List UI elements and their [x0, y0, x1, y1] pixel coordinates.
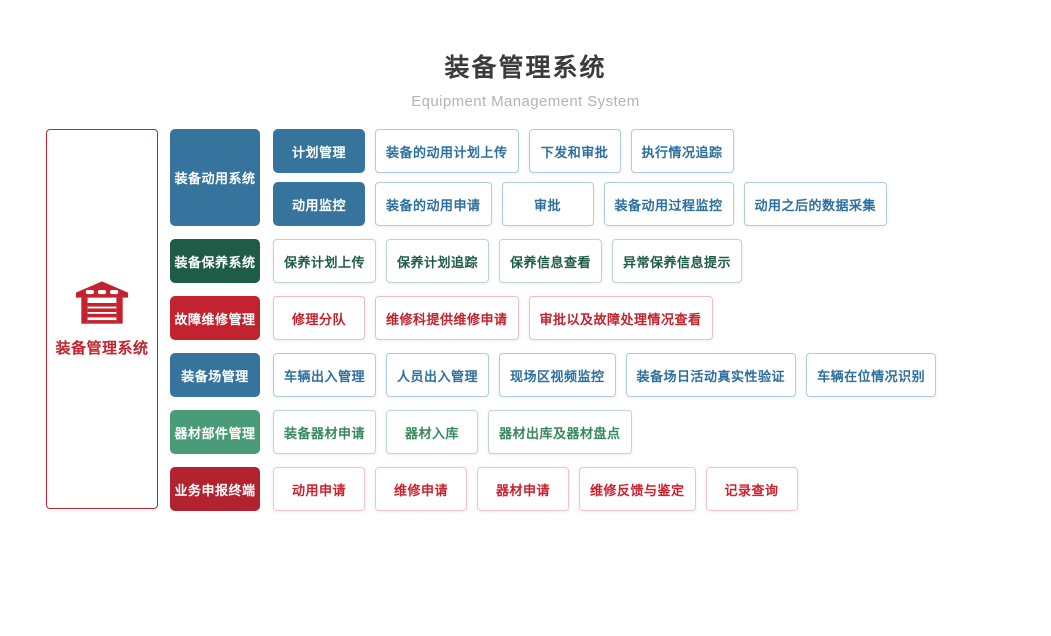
root-node-equipment-management: 装备管理系统 [46, 129, 158, 509]
root-node-label: 装备管理系统 [55, 340, 149, 357]
node-row: 装备器材申请器材入库器材出库及器材盘点 [273, 410, 632, 454]
leaf-node: 器材入库 [386, 410, 479, 454]
group-equipment-yard-management: 装备场管理车辆出入管理人员出入管理现场区视频监控装备场日活动真实性验证车辆在位情… [170, 353, 937, 397]
tree: 装备动用系统计划管理装备的动用计划上传下发和审批执行情况追踪动用监控装备的动用申… [170, 129, 937, 511]
leaf-node: 装备的动用申请 [375, 182, 492, 226]
category-business-declaration-terminal: 业务申报终端 [170, 467, 260, 511]
leaf-node: 保养计划追踪 [386, 239, 490, 283]
subcolumn-equipment-maintenance-system: 保养计划上传保养计划追踪保养信息查看异常保养信息提示 [273, 239, 743, 283]
leaf-node: 下发和审批 [528, 129, 621, 173]
leaf-node: 保养计划上传 [273, 239, 377, 283]
category-material-parts-management: 器材部件管理 [170, 410, 260, 454]
leaf-node: 修理分队 [273, 296, 365, 340]
group-equipment-usage-system: 装备动用系统计划管理装备的动用计划上传下发和审批执行情况追踪动用监控装备的动用申… [170, 129, 936, 226]
leaf-node: 维修申请 [375, 467, 467, 511]
node-row: 动用申请维修申请器材申请维修反馈与鉴定记录查询 [273, 467, 798, 511]
leaf-node: 动用申请 [273, 467, 365, 511]
subcolumn-material-parts-management: 装备器材申请器材入库器材出库及器材盘点 [273, 410, 632, 454]
group-business-declaration-terminal: 业务申报终端动用申请维修申请器材申请维修反馈与鉴定记录查询 [170, 467, 936, 511]
leaf-node: 人员出入管理 [386, 353, 490, 397]
subcolumn-equipment-usage-system: 计划管理装备的动用计划上传下发和审批执行情况追踪动用监控装备的动用申请审批装备动… [273, 129, 888, 226]
subcolumn-equipment-yard-management: 车辆出入管理人员出入管理现场区视频监控装备场日活动真实性验证车辆在位情况识别 [273, 353, 937, 397]
category-equipment-yard-management: 装备场管理 [170, 353, 260, 397]
leaf-node: 器材申请 [477, 467, 569, 511]
leaf-node: 审批以及故障处理情况查看 [528, 296, 713, 340]
leaf-node: 现场区视频监控 [499, 353, 616, 397]
leaf-node: 异常保养信息提示 [612, 239, 743, 283]
leaf-node: 维修反馈与鉴定 [579, 467, 696, 511]
group-material-parts-management: 器材部件管理装备器材申请器材入库器材出库及器材盘点 [170, 410, 936, 454]
page-subtitle: Equipment Management System [411, 93, 640, 110]
leaf-node: 保养信息查看 [499, 239, 603, 283]
node-row: 保养计划上传保养计划追踪保养信息查看异常保养信息提示 [273, 239, 743, 283]
category-equipment-maintenance-system: 装备保养系统 [170, 239, 260, 283]
subcolumn-fault-repair-management: 修理分队维修科提供维修申请审批以及故障处理情况查看 [273, 296, 713, 340]
node-row: 车辆出入管理人员出入管理现场区视频监控装备场日活动真实性验证车辆在位情况识别 [273, 353, 937, 397]
leaf-node: 装备器材申请 [273, 410, 377, 454]
leaf-node: 器材出库及器材盘点 [488, 410, 632, 454]
leaf-node: 审批 [501, 182, 594, 226]
subcategory-usage-monitoring: 动用监控 [273, 182, 365, 226]
leaf-node: 装备动用过程监控 [603, 182, 734, 226]
leaf-node: 动用之后的数据采集 [743, 182, 888, 226]
subcategory-plan-management: 计划管理 [273, 129, 365, 173]
group-equipment-maintenance-system: 装备保养系统保养计划上传保养计划追踪保养信息查看异常保养信息提示 [170, 239, 936, 283]
category-fault-repair-management: 故障维修管理 [170, 296, 260, 340]
group-fault-repair-management: 故障维修管理修理分队维修科提供维修申请审批以及故障处理情况查看 [170, 296, 936, 340]
leaf-node: 执行情况追踪 [630, 129, 734, 173]
leaf-node: 车辆出入管理 [273, 353, 377, 397]
node-row: 动用监控装备的动用申请审批装备动用过程监控动用之后的数据采集 [273, 182, 888, 226]
node-row: 计划管理装备的动用计划上传下发和审批执行情况追踪 [273, 129, 887, 173]
garage-icon [75, 280, 129, 326]
leaf-node: 装备的动用计划上传 [375, 129, 519, 173]
leaf-node: 车辆在位情况识别 [806, 353, 937, 397]
system-diagram: 装备管理系统 装备动用系统计划管理装备的动用计划上传下发和审批执行情况追踪动用监… [46, 129, 937, 511]
page-header: 装备管理系统 Equipment Management System [0, 48, 1051, 110]
node-row: 修理分队维修科提供维修申请审批以及故障处理情况查看 [273, 296, 713, 340]
leaf-node: 维修科提供维修申请 [375, 296, 519, 340]
page-title: 装备管理系统 [444, 54, 607, 82]
leaf-node: 装备场日活动真实性验证 [625, 353, 797, 397]
leaf-node: 记录查询 [705, 467, 798, 511]
subcolumn-business-declaration-terminal: 动用申请维修申请器材申请维修反馈与鉴定记录查询 [273, 467, 798, 511]
category-equipment-usage-system: 装备动用系统 [170, 129, 260, 226]
